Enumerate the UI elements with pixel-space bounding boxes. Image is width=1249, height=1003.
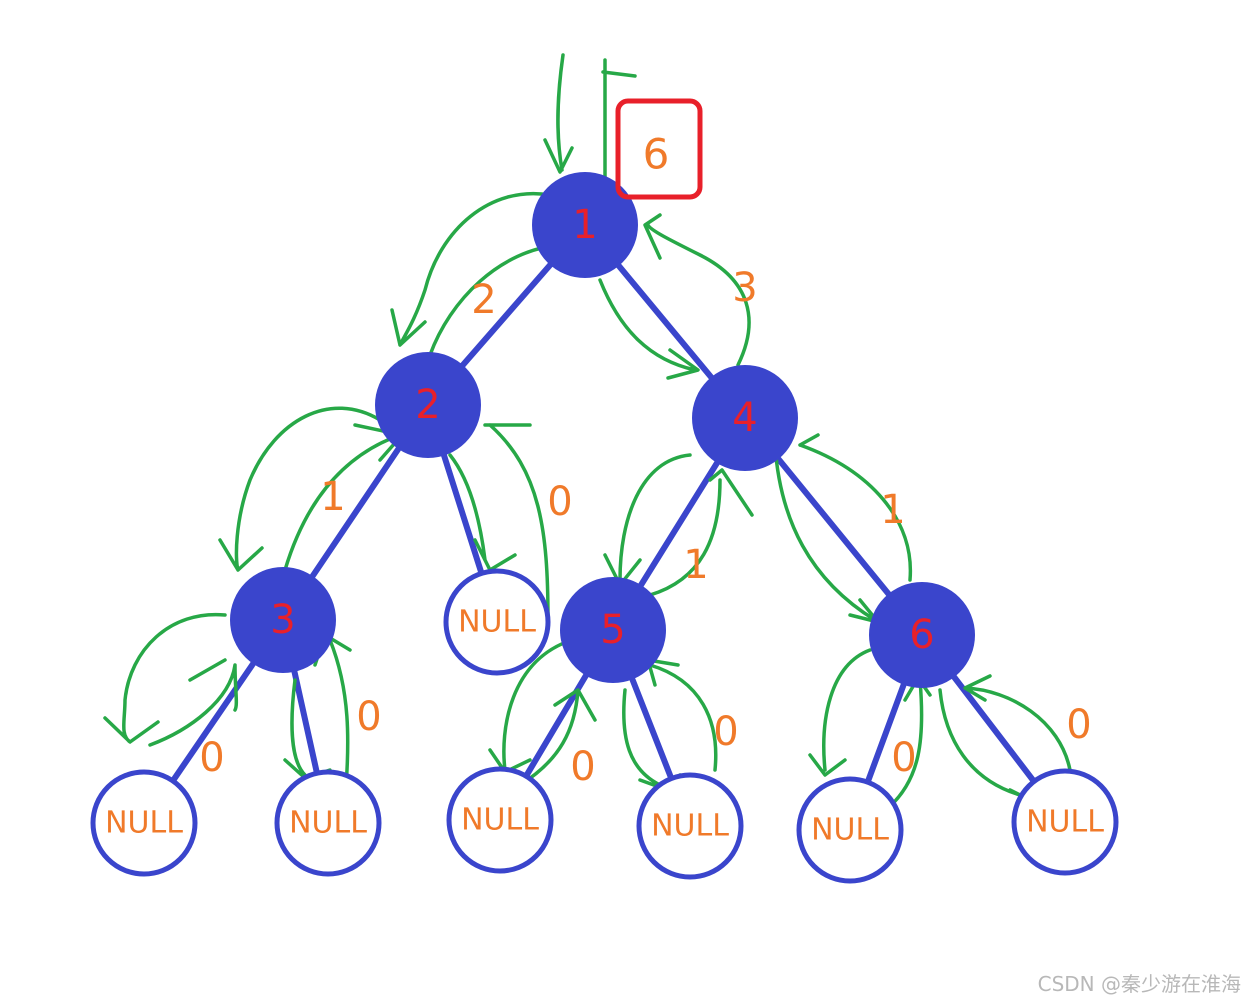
count-c_null3l: 0 <box>199 735 224 781</box>
node-null_3r: NULL <box>274 769 382 877</box>
node-circle-n3 <box>230 567 336 673</box>
node-label-n3: 3 <box>270 597 295 643</box>
node-label-null_5l: NULL <box>461 803 539 838</box>
node-label-n1: 1 <box>572 202 597 248</box>
node-circle-null_6r <box>1011 768 1119 876</box>
node-label-n6: 6 <box>909 612 934 658</box>
node-circle-n5 <box>560 577 666 683</box>
count-c_n5: 1 <box>683 542 708 588</box>
result-group: 6 <box>615 98 703 200</box>
watermark: CSDN @秦少游在淮海 <box>1037 972 1241 996</box>
node-label-null_5r: NULL <box>651 809 729 844</box>
node-circle-null_5r <box>636 772 744 880</box>
node-n6: 6 <box>869 582 975 688</box>
node-n1: 1 <box>532 172 638 278</box>
node-label-n5: 5 <box>600 607 625 653</box>
node-label-null_2r: NULL <box>458 605 536 640</box>
node-label-n4: 4 <box>732 395 757 441</box>
node-label-null_3l: NULL <box>105 806 183 841</box>
node-null_6r: NULL <box>1011 768 1119 876</box>
traversal-trace-arrows <box>103 53 1072 810</box>
node-circle-n1 <box>532 172 638 278</box>
count-c_null3r: 0 <box>356 694 381 740</box>
count-c_n3: 1 <box>320 474 345 520</box>
count-c_n4: 3 <box>732 265 757 311</box>
count-c_null2r: 0 <box>547 479 572 525</box>
node-label-null_3r: NULL <box>289 806 367 841</box>
node-null_5l: NULL <box>446 766 554 874</box>
node-circle-null_6l <box>796 776 904 884</box>
count-c_null5l: 0 <box>570 744 595 790</box>
node-null_6l: NULL <box>796 776 904 884</box>
node-null_5r: NULL <box>636 772 744 880</box>
node-n4: 4 <box>692 365 798 471</box>
node-circle-n2 <box>375 352 481 458</box>
node-circle-null_3r <box>274 769 382 877</box>
node-circle-n6 <box>869 582 975 688</box>
result-value: 6 <box>643 130 670 179</box>
node-circle-n4 <box>692 365 798 471</box>
count-c_n6: 1 <box>880 487 905 533</box>
node-n2: 2 <box>375 352 481 458</box>
node-circle-null_3l <box>90 769 198 877</box>
node-circle-null_2r <box>443 568 551 676</box>
result-box <box>615 98 703 200</box>
count-c_null6r: 0 <box>1066 702 1091 748</box>
node-null_2r: NULL <box>443 568 551 676</box>
node-n5: 5 <box>560 577 666 683</box>
node-null_3l: NULL <box>90 769 198 877</box>
node-label-null_6l: NULL <box>811 813 889 848</box>
count-c_null6l: 0 <box>891 735 916 781</box>
node-label-n2: 2 <box>415 382 440 428</box>
return-counts: 2 3 1 0 1 1 0 0 0 0 0 0 <box>199 265 1091 790</box>
node-circle-null_5l <box>446 766 554 874</box>
node-n3: 3 <box>230 567 336 673</box>
tree-edges <box>141 222 1068 833</box>
count-c_n2: 2 <box>471 277 496 323</box>
count-c_null5r: 0 <box>713 709 738 755</box>
node-label-null_6r: NULL <box>1026 805 1104 840</box>
